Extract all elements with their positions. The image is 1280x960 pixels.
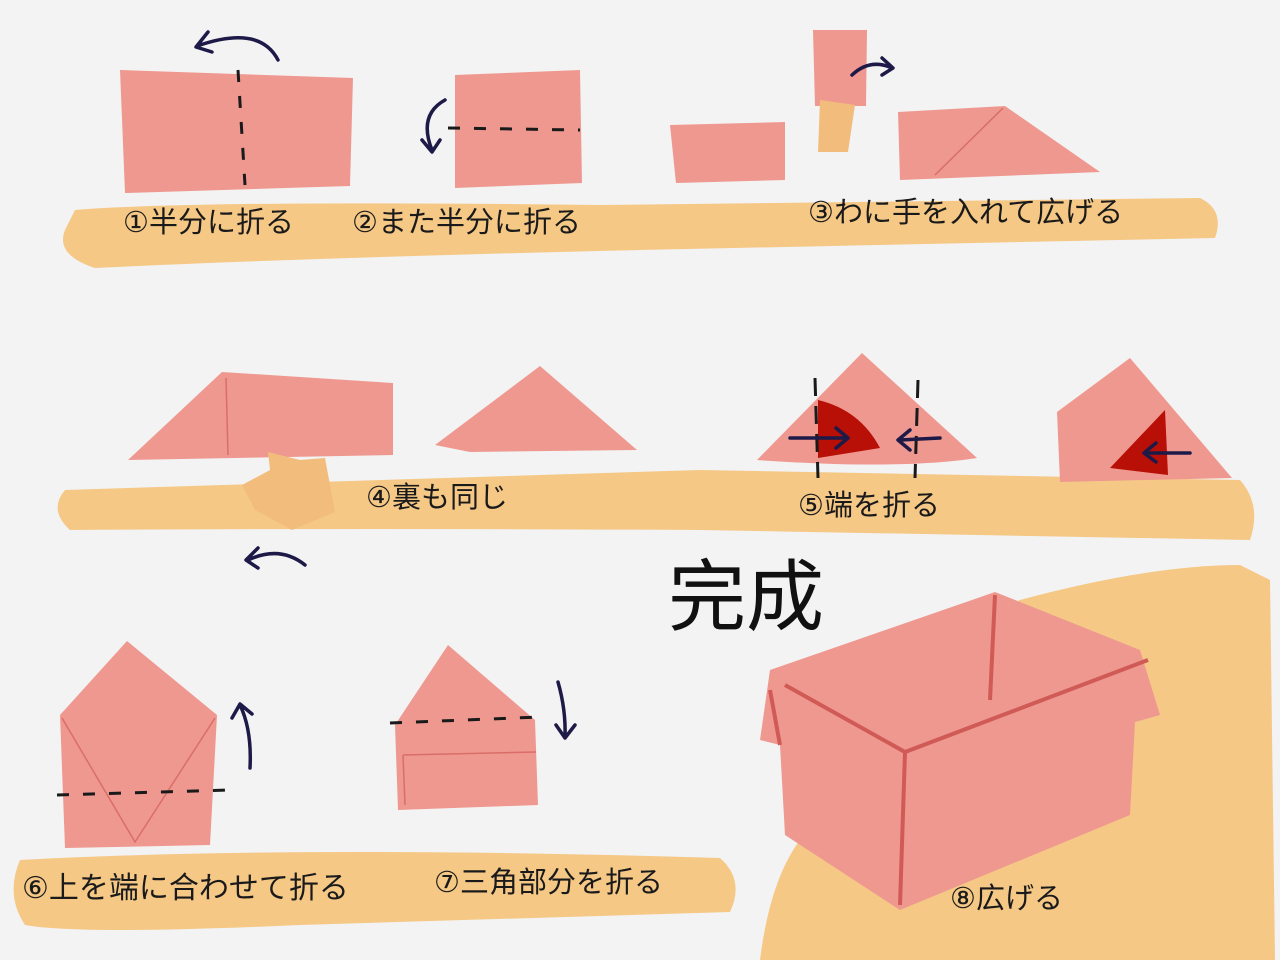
step-3-label: ③わに手を入れて広げる xyxy=(808,195,1123,229)
step-4-illustration xyxy=(128,366,637,570)
step-6-illustration xyxy=(56,641,254,848)
step-8-finished-box xyxy=(760,592,1160,910)
step-8-label: ⑧広げる xyxy=(950,881,1063,915)
band-row-1 xyxy=(63,198,1218,268)
step-5-label: ⑤端を折る xyxy=(798,488,940,522)
band-row-3 xyxy=(13,851,736,930)
step-1-label: ①半分に折る xyxy=(123,205,294,239)
finished-title: 完成 xyxy=(668,553,824,643)
step-4-label: ④裏も同じ xyxy=(366,480,508,514)
step-5-illustration xyxy=(757,353,1232,482)
band-row-2 xyxy=(57,470,1255,540)
step-3-illustration xyxy=(670,30,1100,183)
step-7-label: ⑦三角部分を折る xyxy=(434,865,663,899)
step-2-illustration xyxy=(420,70,582,188)
step-1-illustration xyxy=(120,30,353,193)
step-6-label: ⑥上を端に合わせて折る xyxy=(22,871,349,906)
step-2-label: ②また半分に折る xyxy=(352,205,581,239)
step-7-illustration xyxy=(389,645,577,810)
